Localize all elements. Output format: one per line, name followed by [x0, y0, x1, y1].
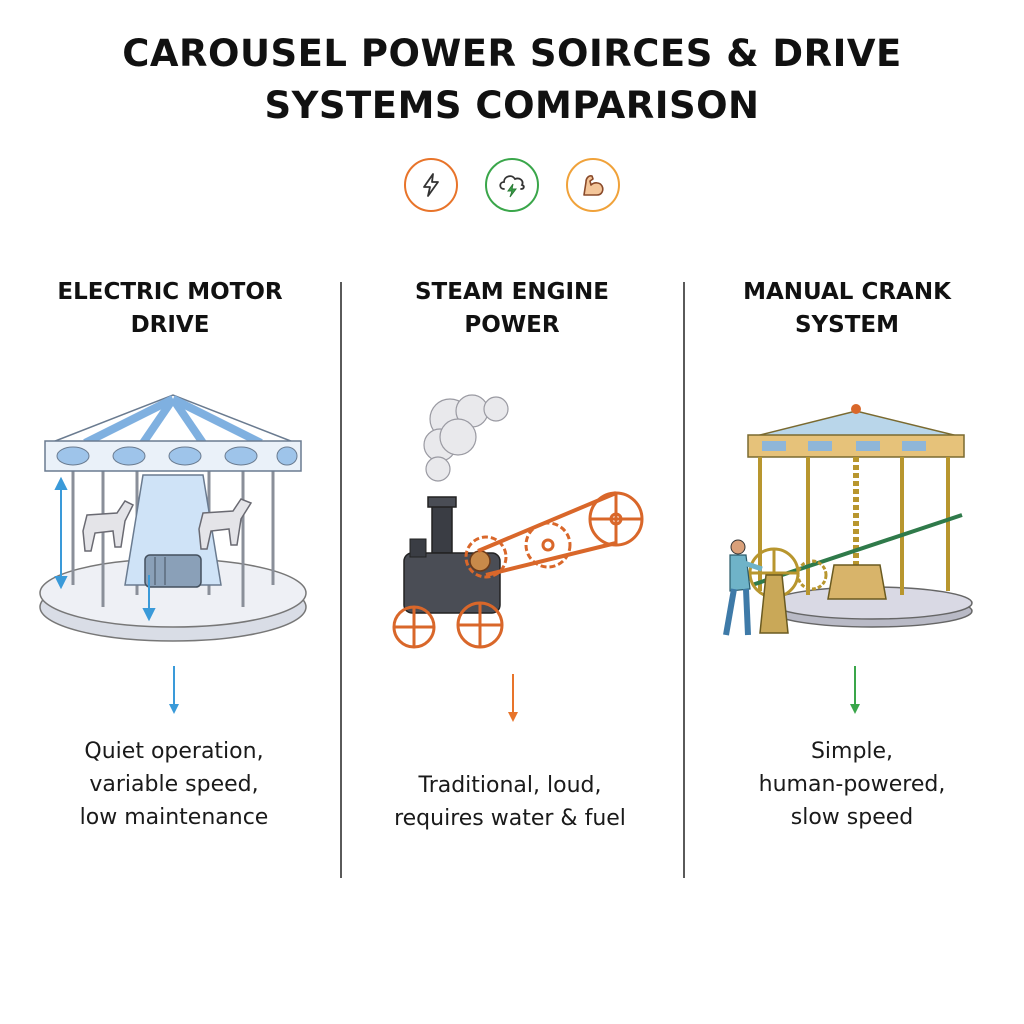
title-line-2: SYSTEMS COMPARISON — [264, 84, 760, 127]
title-line-1: CAROUSEL POWER SOIRCES & DRIVE — [122, 32, 902, 75]
steam-engine-title: STEAM ENGINE POWER — [414, 279, 610, 338]
cloud-lightning-icon — [485, 158, 539, 212]
manual-crank-description: Simple, human-powered, slow speed — [758, 739, 946, 830]
steam-engine-description: Traditional, loud, requires water & fuel — [394, 773, 626, 831]
down-arrow-icon — [508, 674, 518, 722]
electric-motor-title: ELECTRIC MOTOR DRIVE — [57, 279, 283, 338]
column-divider-1 — [340, 282, 342, 878]
flexed-arm-icon — [566, 158, 620, 212]
down-arrow-icon — [850, 666, 860, 714]
lightning-bolt-icon — [404, 158, 458, 212]
electric-carousel-illustration — [25, 385, 325, 670]
page-title: CAROUSEL POWER SOIRCES & DRIVE SYSTEMS C… — [0, 28, 1024, 132]
down-arrow-icon — [169, 666, 179, 714]
steam-engine-illustration — [368, 385, 668, 670]
electric-motor-description: Quiet operation, variable speed, low mai… — [79, 739, 269, 830]
manual-crank-carousel-illustration — [712, 385, 1012, 670]
column-divider-2 — [683, 282, 685, 878]
manual-crank-title: MANUAL CRANK SYSTEM — [743, 279, 951, 338]
